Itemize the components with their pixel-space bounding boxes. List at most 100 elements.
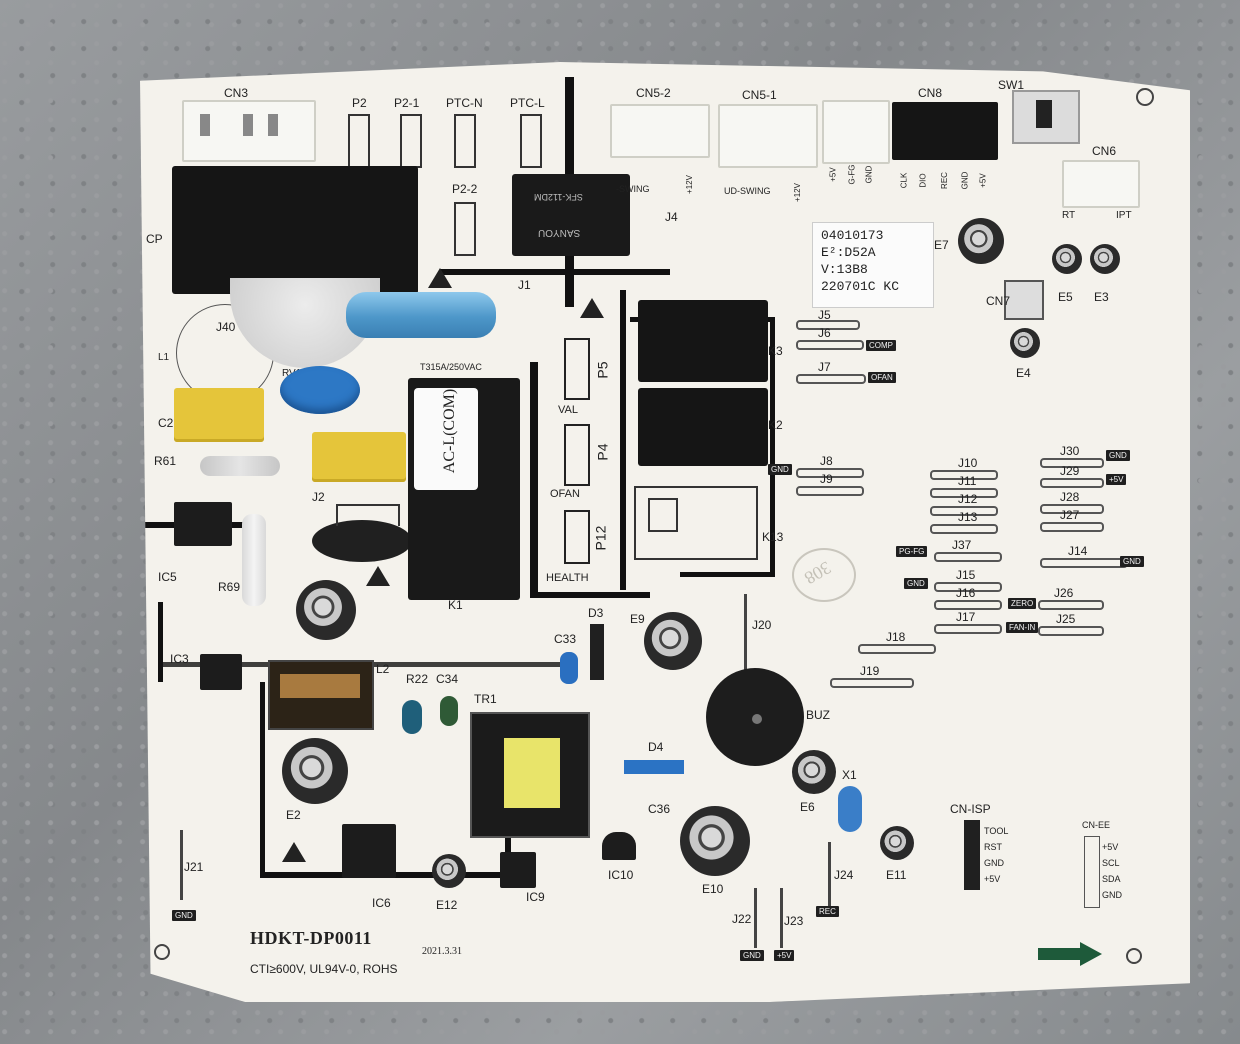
varistor-black: [312, 520, 412, 562]
label-cn8: CN8: [918, 86, 943, 100]
jumper-j10: [930, 470, 998, 480]
label-j23: J23: [784, 914, 804, 928]
tag-gnd-j15: GND: [904, 578, 928, 589]
pin: [200, 114, 210, 136]
relay-k3: [638, 300, 768, 382]
label-p2: P2: [352, 96, 367, 110]
terminal-ptc-l: [520, 114, 542, 168]
jumper-j29: [1040, 478, 1104, 488]
connector-cn-ee: [1084, 836, 1100, 908]
label-e12: E12: [436, 898, 458, 912]
tag-gnd-j22: GND: [740, 950, 764, 961]
label-j4: J4: [665, 210, 678, 224]
jumper-j27: [1040, 522, 1104, 532]
board-date: 2021.3.31: [422, 946, 462, 957]
connector-small: [822, 100, 890, 164]
jumper-j28: [1040, 504, 1104, 514]
switch-slider: [1036, 100, 1052, 128]
label-j13: J13: [958, 510, 978, 524]
relay-brand: SANYOU: [538, 227, 581, 238]
label-5v-b: +5V: [978, 173, 988, 188]
label-k13: K13: [762, 530, 784, 544]
label-j18: J18: [886, 630, 906, 644]
label-j26: J26: [1054, 586, 1074, 600]
tag-rec: REC: [816, 906, 839, 917]
jumper-j11: [930, 488, 998, 498]
label-p2-1: P2-1: [394, 96, 420, 110]
label-p5: P5: [594, 361, 611, 379]
jumper-j18: [858, 644, 936, 654]
label-ic10: IC10: [608, 868, 634, 882]
trace: [530, 592, 650, 598]
label-j24: J24: [834, 868, 854, 882]
label-12v-b: +12V: [792, 183, 802, 202]
label-e2: E2: [286, 808, 301, 822]
label-pg-fg-a: G-FG: [847, 164, 857, 185]
relay-k1-sticker: [414, 388, 478, 490]
connector-cn-isp: [964, 820, 980, 890]
label-fuse: T315A/250VAC: [420, 362, 482, 372]
terminal-p2: [348, 114, 370, 168]
label-k1: K1: [448, 598, 463, 612]
label-k2: K2: [768, 418, 783, 432]
varistor-blue: [280, 366, 360, 414]
jumper-j24: [828, 842, 831, 906]
ic9: [500, 852, 536, 888]
relay-cp: [172, 166, 418, 294]
label-j28: J28: [1060, 490, 1080, 504]
label-p12: P12: [592, 525, 609, 551]
label-j14: J14: [1068, 544, 1088, 558]
label-ee-gnd: GND: [1102, 890, 1122, 900]
terminal-p4: [564, 424, 590, 486]
terminal-p2-1: [400, 114, 422, 168]
label-j27: J27: [1060, 508, 1080, 522]
label-j17: J17: [956, 610, 976, 624]
label-j5: J5: [818, 308, 831, 322]
connector-cn5-1: [718, 104, 818, 168]
relay-model: SFK-112DM: [534, 192, 583, 202]
high-voltage-warning-icon: [282, 842, 306, 862]
high-voltage-warning-icon: [580, 298, 604, 318]
capacitor-e1: [296, 580, 356, 640]
capacitor-e7: [958, 218, 1004, 264]
jumper-j5: [796, 320, 860, 330]
ic3: [200, 654, 242, 690]
label-dio: DIO: [918, 173, 928, 188]
resistor-r61: [200, 456, 280, 476]
tag-gnd-j14: GND: [1120, 556, 1144, 567]
sticker-line3: V:13B8: [821, 262, 868, 277]
high-voltage-warning-icon: [366, 566, 390, 586]
jumper-j16: [934, 600, 1002, 610]
sticker-line4: 220701C KC: [821, 279, 900, 294]
mounting-hole-icon: [1126, 948, 1142, 964]
label-l1: L1: [158, 352, 170, 363]
jumper-j20: [744, 594, 747, 674]
trace: [620, 290, 626, 590]
trace: [440, 269, 670, 275]
diode-d3: [590, 624, 604, 680]
capacitor-c2: [174, 388, 264, 442]
label-p4: P4: [594, 443, 611, 461]
label-cn7: CN7: [986, 294, 1011, 308]
jumper-j14: [1040, 558, 1128, 568]
label-cn6: CN6: [1092, 144, 1117, 158]
jumper-j17: [934, 624, 1002, 634]
buzzer-hole: [752, 714, 762, 724]
label-e11: E11: [886, 868, 907, 882]
trace: [680, 572, 775, 577]
label-e10: E10: [702, 882, 724, 896]
capacitor-e3: [1090, 244, 1120, 274]
direction-arrow-icon: [1038, 948, 1082, 960]
label-p2-2: P2-2: [452, 182, 478, 196]
label-j15: J15: [956, 568, 976, 582]
crystal-x1: [838, 786, 862, 832]
jumper-j26: [1038, 600, 1104, 610]
capacitor-c34: [440, 696, 458, 726]
label-j11: J11: [958, 474, 977, 488]
relay-switch-symbol: [648, 498, 678, 532]
tag-pg-fg: PG-FG: [896, 546, 928, 557]
label-isp-gnd: GND: [984, 858, 1004, 868]
trace: [158, 602, 163, 682]
tag-5v-j29: +5V: [1106, 474, 1127, 485]
tag-gnd-j30: GND: [1106, 450, 1130, 461]
